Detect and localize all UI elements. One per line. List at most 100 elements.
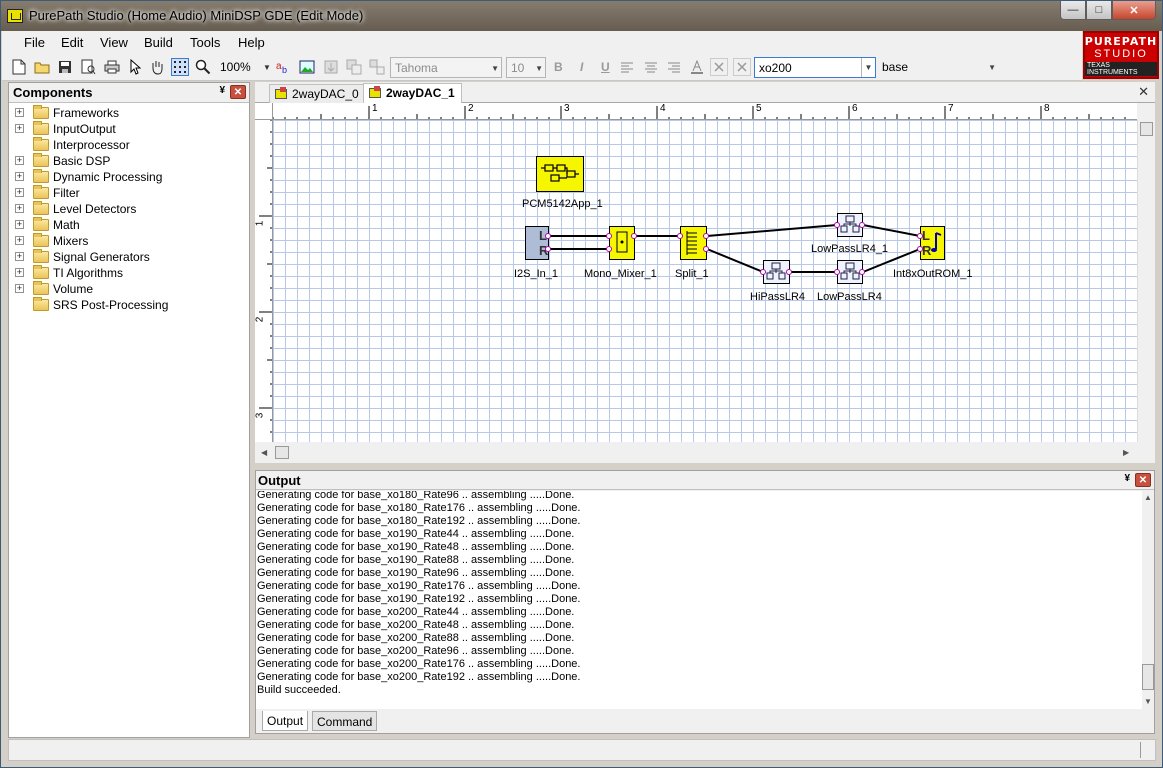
save-icon[interactable] [56, 58, 74, 76]
expand-icon[interactable]: + [15, 155, 24, 165]
new-file-icon[interactable] [10, 58, 28, 76]
input-pin[interactable] [606, 246, 612, 252]
print-icon[interactable] [103, 58, 121, 76]
expand-icon[interactable]: + [15, 219, 24, 229]
output-pin[interactable] [545, 233, 551, 239]
tree-item-ti-algorithms[interactable]: +TI Algorithms [9, 265, 249, 281]
scroll-thumb[interactable] [1142, 664, 1154, 690]
canvas-vertical-scrollbar[interactable] [1137, 120, 1154, 442]
config-select[interactable]: xo200 ▼ [754, 57, 876, 78]
menu-view[interactable]: View [100, 35, 128, 50]
pan-hand-icon[interactable] [148, 58, 166, 76]
tab-output[interactable]: Output [262, 711, 309, 731]
canvas-horizontal-scrollbar[interactable]: ◀ ▶ [255, 444, 1137, 461]
bold-button[interactable]: B [554, 60, 563, 74]
zoom-level[interactable]: 100% [220, 60, 251, 74]
clear-format-icon[interactable] [710, 58, 728, 76]
tree-item-volume[interactable]: +Volume [9, 281, 249, 297]
tree-item-basic-dsp[interactable]: +Basic DSP [9, 153, 249, 169]
tree-item-filter[interactable]: +Filter [9, 185, 249, 201]
font-family-select[interactable]: Tahoma ▼ [390, 57, 502, 78]
scroll-down-icon[interactable]: ▼ [1144, 697, 1152, 706]
chevron-down-icon[interactable]: ▼ [988, 63, 996, 72]
output-pin[interactable] [703, 233, 709, 239]
maximize-button[interactable]: □ [1086, 1, 1112, 20]
output-pin[interactable] [545, 246, 551, 252]
output-pin[interactable] [859, 222, 865, 228]
input-pin[interactable] [760, 269, 766, 275]
tree-item-mixers[interactable]: +Mixers [9, 233, 249, 249]
expand-icon[interactable]: + [15, 267, 24, 277]
tree-item-srs-post-processing[interactable]: SRS Post-Processing [9, 297, 249, 313]
expand-icon[interactable]: + [15, 107, 24, 117]
output-pin[interactable] [703, 246, 709, 252]
config2-select[interactable]: base ▼ [878, 57, 1000, 78]
output-scrollbar[interactable]: ▲ ▼ [1142, 491, 1154, 709]
expand-icon[interactable]: + [15, 123, 24, 133]
expand-icon[interactable]: + [15, 283, 24, 293]
scroll-right-icon[interactable]: ▶ [1123, 448, 1130, 457]
tree-item-frameworks[interactable]: +Frameworks [9, 105, 249, 121]
tree-item-inputoutput[interactable]: +InputOutput [9, 121, 249, 137]
align-right-icon[interactable] [665, 58, 683, 76]
design-canvas[interactable]: PCM5142App_1 L R I2S_In_1 Mono_Mixer_1 [273, 120, 1137, 442]
menu-help[interactable]: Help [238, 35, 265, 50]
open-folder-icon[interactable] [33, 58, 51, 76]
split-block[interactable] [680, 226, 707, 260]
font-size-select[interactable]: 10 ▼ [506, 57, 546, 78]
i2s-in-block[interactable]: L R [525, 226, 549, 260]
menu-tools[interactable]: Tools [190, 35, 221, 50]
int8xoutrom-block[interactable]: L R [920, 226, 945, 260]
title-bar[interactable]: PurePath Studio (Home Audio) MiniDSP GDE… [1, 1, 1162, 31]
close-panel-icon[interactable]: ✕ [1135, 473, 1151, 487]
tree-item-dynamic-processing[interactable]: +Dynamic Processing [9, 169, 249, 185]
print-preview-icon[interactable] [79, 58, 97, 76]
text-color-icon[interactable] [688, 58, 706, 76]
italic-button[interactable]: I [580, 60, 584, 74]
tree-item-math[interactable]: +Math [9, 217, 249, 233]
zoom-dropdown-icon[interactable]: ▼ [263, 62, 271, 72]
grid-toggle-icon[interactable] [171, 58, 189, 76]
menu-build[interactable]: Build [144, 35, 173, 50]
pointer-tool-icon[interactable] [126, 58, 144, 76]
scroll-thumb[interactable] [1140, 122, 1153, 136]
tab-command[interactable]: Command [312, 711, 378, 731]
minimize-button[interactable]: — [1060, 1, 1086, 20]
expand-icon[interactable]: + [15, 251, 24, 261]
expand-icon[interactable]: + [15, 171, 24, 181]
tree-item-signal-generators[interactable]: +Signal Generators [9, 249, 249, 265]
tree-item-interprocessor[interactable]: Interprocessor [9, 137, 249, 153]
expand-icon[interactable]: + [15, 187, 24, 197]
output-pin[interactable] [786, 269, 792, 275]
expand-icon[interactable]: + [15, 203, 24, 213]
scroll-up-icon[interactable]: ▲ [1144, 493, 1152, 502]
delete-format-icon[interactable] [733, 58, 751, 76]
menu-file[interactable]: File [24, 35, 45, 50]
close-document-icon[interactable]: ✕ [1138, 84, 1149, 99]
tab-2waydac-0[interactable]: 2wayDAC_0 [269, 84, 366, 103]
output-pin[interactable] [631, 233, 637, 239]
scroll-left-icon[interactable]: ◀ [261, 448, 268, 457]
align-left-icon[interactable] [618, 58, 636, 76]
chevron-down-icon[interactable]: ▼ [861, 58, 875, 77]
pcm5142app-block[interactable] [536, 156, 584, 192]
input-pin[interactable] [606, 233, 612, 239]
scroll-thumb[interactable] [275, 446, 289, 459]
input-pin[interactable] [834, 222, 840, 228]
close-button[interactable]: ✕ [1112, 1, 1156, 20]
underline-button[interactable]: U [601, 60, 610, 74]
mono-mixer-block[interactable] [609, 226, 635, 260]
tab-2waydac-1[interactable]: 2wayDAC_1 [363, 83, 462, 104]
align-center-icon[interactable] [642, 58, 660, 76]
zoom-icon[interactable] [194, 58, 212, 76]
expand-icon[interactable]: + [15, 235, 24, 245]
close-panel-icon[interactable]: ✕ [230, 85, 246, 99]
input-pin[interactable] [917, 233, 923, 239]
collapse-icon[interactable]: ¥ [1124, 473, 1130, 484]
output-pin[interactable] [859, 269, 865, 275]
tree-item-level-detectors[interactable]: +Level Detectors [9, 201, 249, 217]
collapse-icon[interactable]: ¥ [219, 85, 225, 96]
output-log[interactable]: Generating code for base_xo180_Rate96 ..… [256, 491, 1142, 709]
image-tool-icon[interactable] [298, 58, 316, 76]
